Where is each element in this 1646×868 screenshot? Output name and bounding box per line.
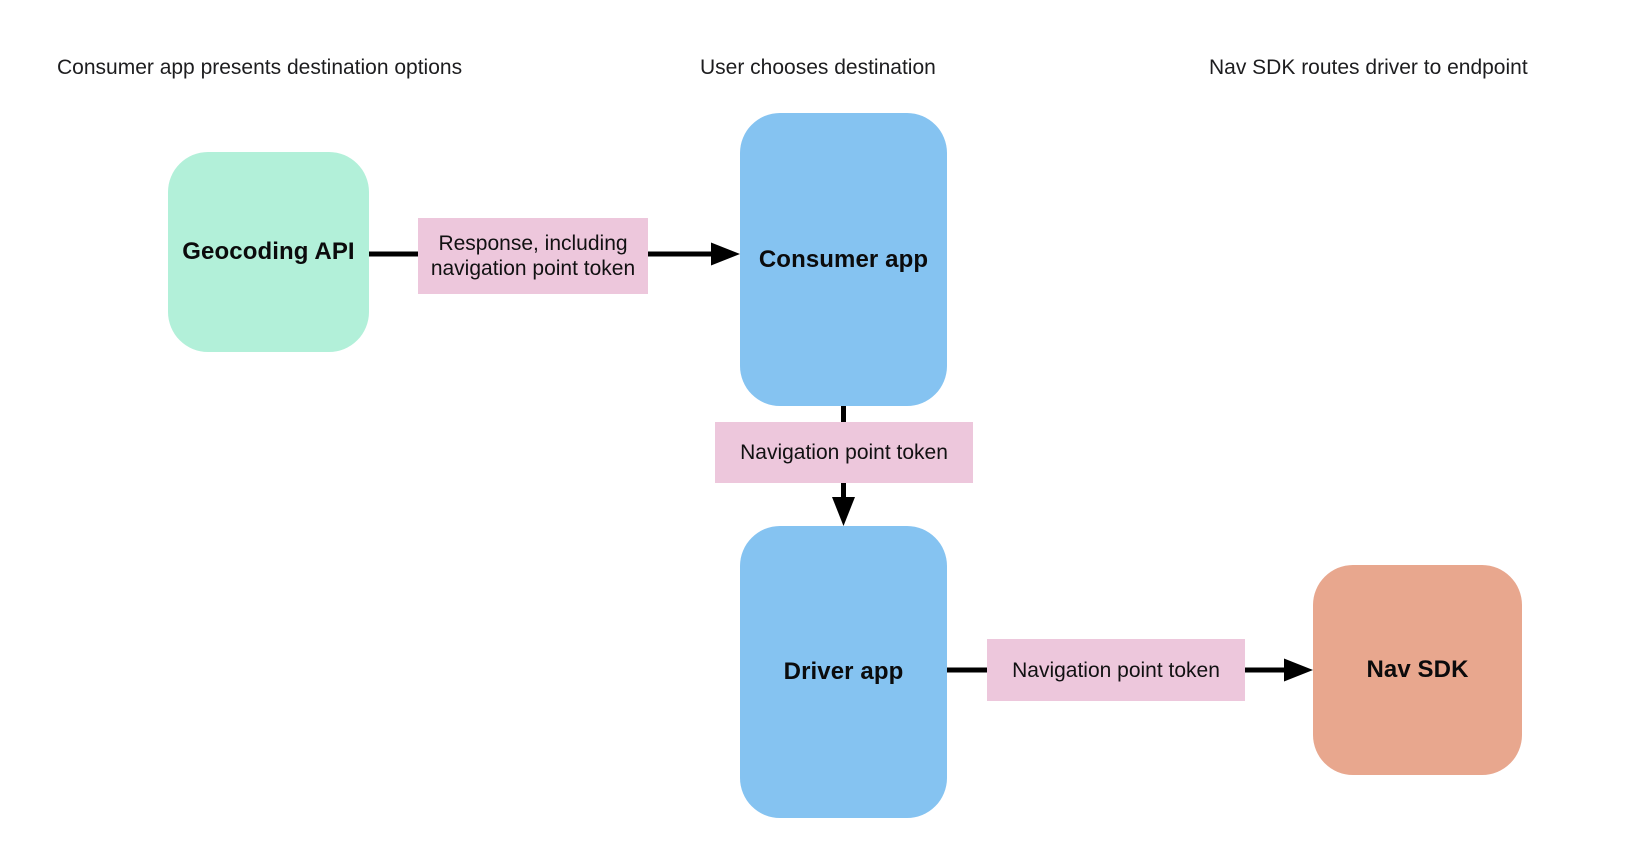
node-nav-sdk-label: Nav SDK xyxy=(1366,656,1469,683)
node-consumer-app-label: Consumer app xyxy=(758,245,929,273)
edge-label-navigation-point-token-1: Navigation point token xyxy=(715,422,973,483)
column-header-step-1: Consumer app presents destination option… xyxy=(57,56,463,79)
node-nav-sdk: Nav SDK xyxy=(1313,565,1522,775)
edge-label-response-token: Response, including navigation point tok… xyxy=(418,218,648,294)
node-geocoding-api-label: Geocoding API xyxy=(182,238,355,265)
column-header-step-2: User chooses destination xyxy=(700,56,936,79)
node-consumer-app: Consumer app xyxy=(740,113,947,406)
node-geocoding-api: Geocoding API xyxy=(168,152,369,352)
column-header-step-3: Nav SDK routes driver to endpoint xyxy=(1209,56,1528,79)
node-driver-app-label: Driver app xyxy=(783,658,904,685)
node-driver-app: Driver app xyxy=(740,526,947,818)
edge-label-navigation-point-token-2: Navigation point token xyxy=(987,639,1245,701)
